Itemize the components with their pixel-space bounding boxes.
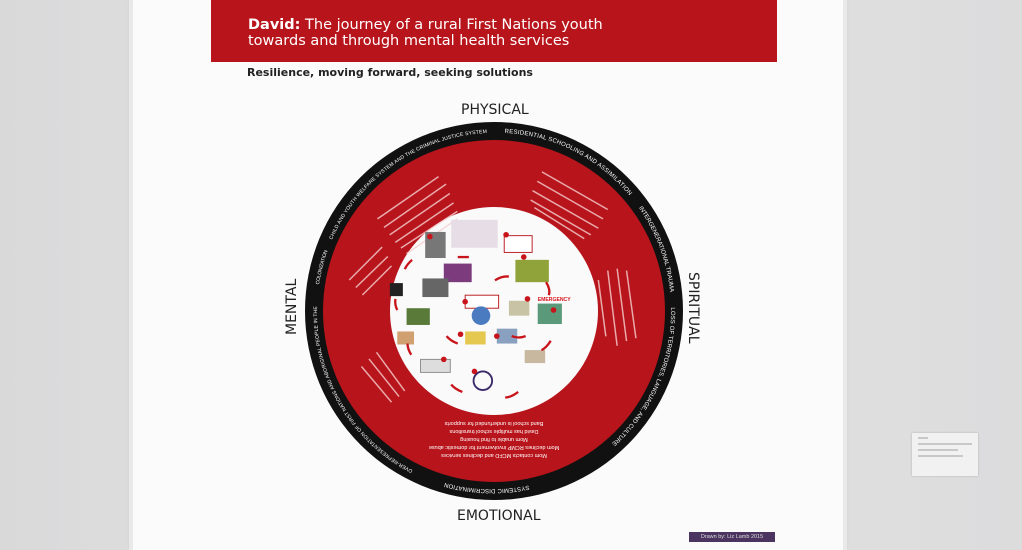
title-name: David: [248,17,301,33]
illustration-note [503,235,533,253]
bottom-note-3: Mom unable to find housing [460,436,528,442]
illustration-speech [464,294,500,309]
step-marker [462,298,468,305]
illustration-hospital [422,278,449,298]
illustration-no-phone [472,370,494,391]
step-marker [440,356,447,363]
bottom-note-4: David has multiple school transitions [449,428,538,434]
illustration-emergency [537,303,562,325]
step-marker [524,296,531,302]
title-line2: towards and through mental health servic… [248,33,570,49]
step-marker [471,368,478,375]
step-marker [503,231,509,238]
illustration-family [443,263,472,283]
step-marker [427,233,433,240]
title-banner: David: The journey of a rural First Nati… [211,0,777,62]
bottom-note-2: Mom declines RCMP involvement for domest… [429,444,559,450]
subtitle: Resilience, moving forward, seeking solu… [247,66,533,79]
journey-arrows [394,255,552,399]
step-marker [457,331,464,338]
illustration-police-car [420,358,451,373]
bottom-note-1: Mom contacts MCFD and declines services [441,452,547,458]
step-marker [550,307,557,313]
illustration-land [406,308,430,325]
title-line1: The journey of a rural First Nations you… [305,17,603,33]
credit: Drawn by: Liz Lamb 2015 [689,532,775,542]
journey-illustrations: EMERGENCY [389,219,572,399]
label-emotional: EMOTIONAL [457,508,541,524]
step-marker [494,333,500,339]
illustration-counsellor [496,328,518,344]
gallery-placard [912,433,978,476]
illustration-david [471,306,491,325]
illustration-ambulance [397,331,415,345]
red-ring-text-lines [348,171,637,403]
illustration-office [524,350,546,364]
illustration-crossroads [451,219,498,248]
illustration-house [508,300,530,316]
illustration-school [515,259,549,283]
illustration-group [465,331,486,345]
label-physical: PHYSICAL [461,102,529,118]
bottom-note-5: Band school is underfunded for supports [444,420,543,426]
poster-title: David: The journey of a rural First Nati… [248,17,603,49]
illustration-jail [389,283,403,297]
step-marker [520,254,527,260]
emergency-label: EMERGENCY [538,297,572,303]
